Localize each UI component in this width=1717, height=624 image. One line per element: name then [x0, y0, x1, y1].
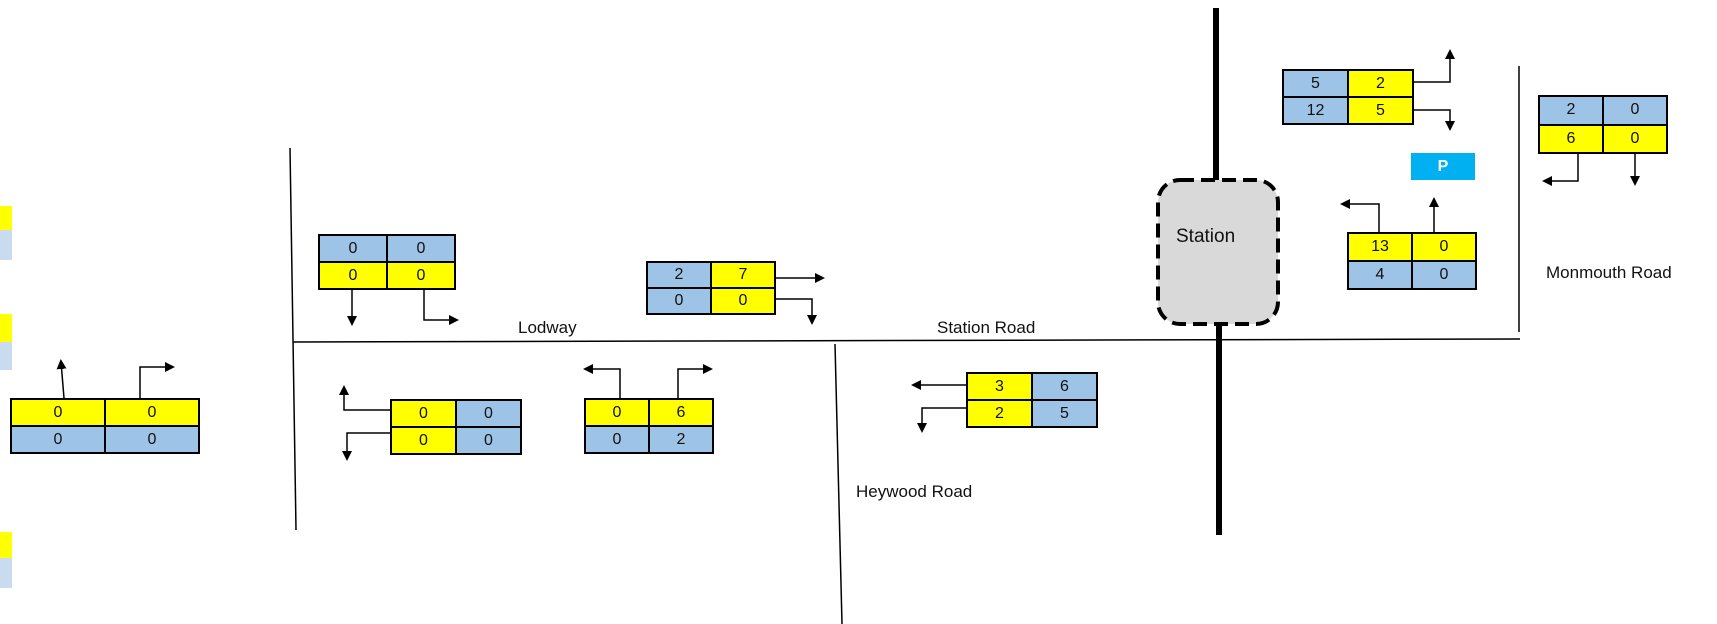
turning-arrows: [56, 49, 1640, 461]
count-table-station-road: 3 6 2 5: [966, 372, 1098, 428]
arrow-lse-left: [583, 364, 621, 398]
lodway-station-road-line: [292, 338, 1521, 343]
count-cell: 0: [1604, 125, 1666, 152]
count-cell: 0: [586, 400, 648, 425]
count-cell: 0: [648, 289, 710, 313]
count-table-lodway-south-east: 0 6 0 2: [584, 398, 714, 454]
count-cell: 0: [388, 263, 454, 288]
edge-chip-yellow: [0, 532, 12, 558]
station-road-label: Station Road: [937, 318, 1036, 337]
heywood-road-label: Heywood Road: [856, 482, 973, 501]
count-cell: 0: [392, 401, 455, 426]
count-table-lodway-south-west: 0 0 0 0: [390, 399, 522, 455]
count-table-lodway-north-east: 2 7 0 0: [646, 261, 776, 315]
count-cell: 0: [388, 236, 454, 261]
count-cell: 0: [320, 236, 386, 261]
count-cell: 0: [320, 263, 386, 288]
monmouth-road-label: Monmouth Road: [1546, 263, 1672, 282]
arrow-mm-left: [1542, 154, 1579, 186]
count-cell: 0: [1413, 234, 1475, 260]
count-cell: 6: [650, 400, 712, 425]
lodway-label: Lodway: [518, 318, 577, 337]
count-cell: 0: [457, 428, 520, 453]
count-cell: 0: [106, 427, 198, 452]
arrow-lse-right: [677, 364, 713, 398]
heywood-road-line: [834, 343, 843, 624]
arrow-sr-down: [917, 407, 966, 433]
count-cell: 5: [1033, 401, 1096, 426]
count-cell: 0: [1413, 262, 1475, 288]
count-cell: 12: [1284, 98, 1347, 123]
count-cell: 0: [106, 400, 198, 425]
edge-chip-blue: [0, 230, 12, 260]
count-table-station-east: 13 0 4 0: [1347, 232, 1477, 290]
arrow-lnw-right: [423, 290, 459, 325]
arrow-lne-down: [775, 298, 817, 325]
count-table-far-left: 0 0 0 0: [10, 398, 200, 454]
count-cell: 5: [1284, 71, 1347, 96]
arrow-sn-down: [1413, 109, 1455, 131]
station-box: [1156, 178, 1280, 326]
station-label: Station: [1176, 226, 1236, 247]
edge-chip-blue: [0, 342, 12, 370]
count-cell: 0: [586, 427, 648, 452]
count-table-station-north: 5 2 12 5: [1282, 69, 1414, 125]
count-cell: 0: [12, 427, 104, 452]
count-cell: 4: [1349, 262, 1411, 288]
arrow-lsw-up: [339, 385, 392, 411]
arrow-sn-up: [1413, 49, 1455, 83]
lodway-west-boundary: [289, 147, 297, 531]
count-cell: 2: [648, 263, 710, 287]
count-cell: 6: [1540, 125, 1602, 152]
count-cell: 0: [712, 289, 774, 313]
road-lines: [289, 66, 1521, 624]
count-table-monmouth: 2 0 6 0: [1538, 95, 1668, 154]
count-cell: 5: [1349, 98, 1412, 123]
count-cell: 0: [457, 401, 520, 426]
count-cell: 2: [968, 401, 1031, 426]
count-cell: 3: [968, 374, 1031, 399]
count-table-lodway-north-west: 0 0 0 0: [318, 234, 456, 290]
count-cell: 13: [1349, 234, 1411, 260]
count-cell: 2: [1349, 71, 1412, 96]
edge-chip-yellow: [0, 314, 12, 342]
arrow-far-left-up: [56, 359, 67, 399]
railway-line: [1213, 8, 1222, 535]
edge-chip-blue: [0, 558, 12, 588]
count-cell: 6: [1033, 374, 1096, 399]
arrow-lsw-down: [342, 432, 392, 461]
count-cell: 7: [712, 263, 774, 287]
count-cell: 2: [1540, 97, 1602, 124]
arrow-far-left-right: [139, 362, 175, 398]
count-cell: 0: [1604, 97, 1666, 124]
edge-chip-yellow: [0, 206, 12, 230]
parking-sign: P: [1411, 153, 1475, 180]
count-cell: 0: [12, 400, 104, 425]
count-cell: 0: [392, 428, 455, 453]
count-cell: 2: [650, 427, 712, 452]
arrow-se-left: [1340, 199, 1380, 232]
